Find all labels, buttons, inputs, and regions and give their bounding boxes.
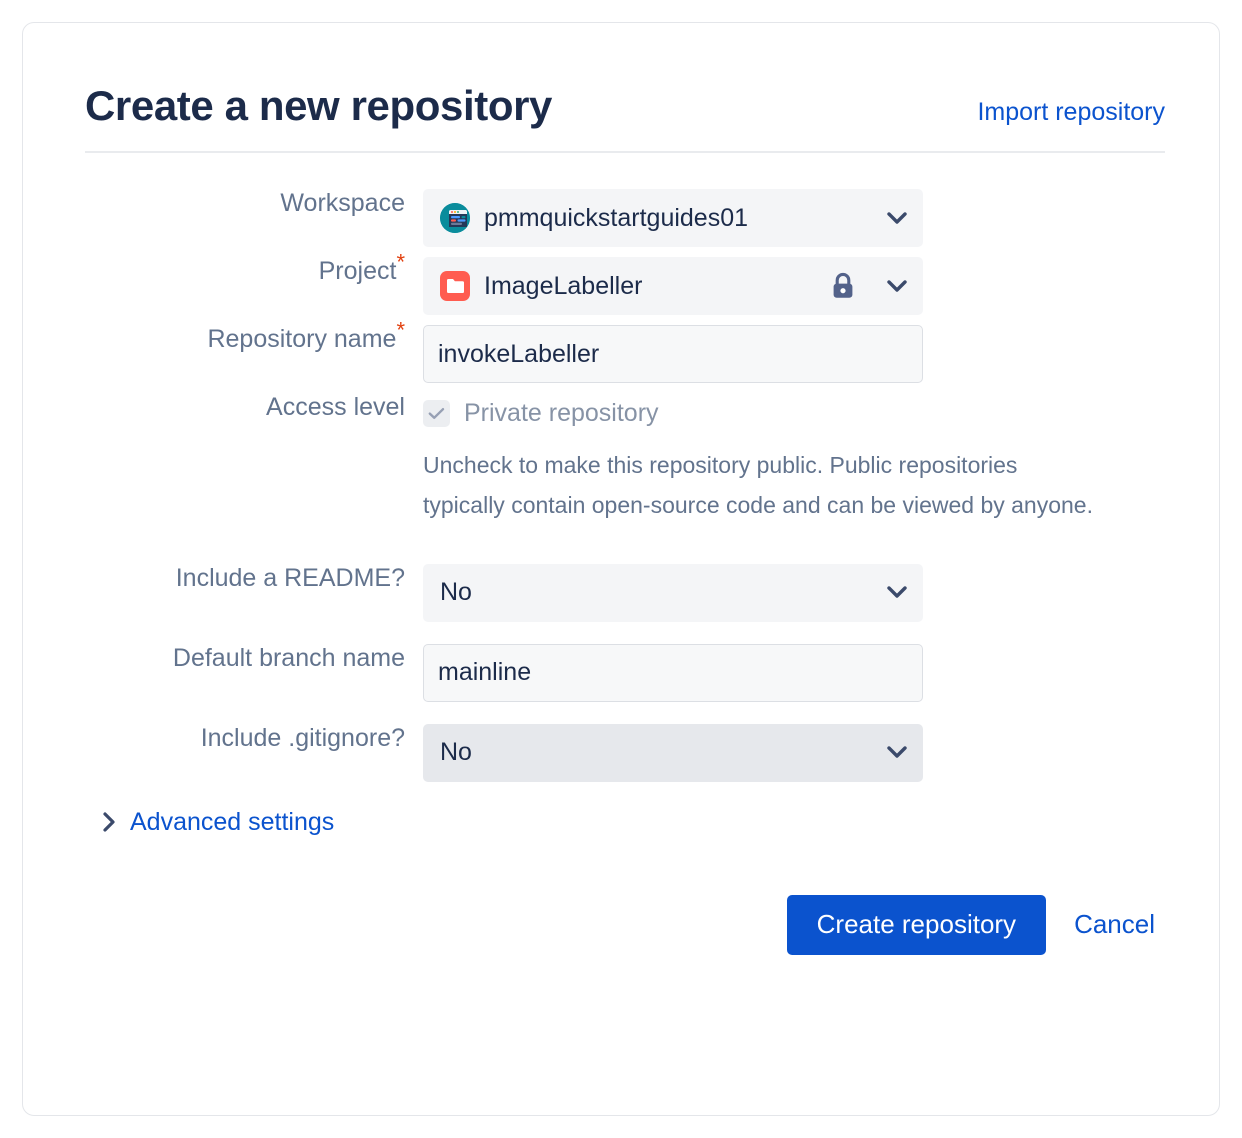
chevron-down-icon [886,582,908,604]
project-label-text: Project [318,257,397,286]
chevron-down-icon [886,275,908,297]
private-repository-label: Private repository [464,399,659,428]
repository-name-label-text: Repository name [207,325,397,354]
form-actions: Create repository Cancel [85,894,1165,955]
workspace-control: pmmquickstartguides01 [423,189,1165,248]
include-gitignore-label: Include .gitignore? [200,723,405,752]
field-row-default-branch-name: Default branch name [85,643,1165,702]
workspace-label: Workspace [280,189,405,218]
repository-name-required-marker: * [396,317,405,343]
default-branch-name-control [423,643,1165,702]
include-readme-label: Include a README? [175,563,405,592]
workspace-select[interactable]: pmmquickstartguides01 [423,189,923,248]
project-select[interactable]: ImageLabeller [423,257,923,316]
create-repository-form: Workspace [85,189,1165,955]
field-row-repository-name: Repository name* [85,319,1165,384]
include-readme-select[interactable]: No [423,563,923,622]
repository-name-control [423,325,1165,384]
field-row-include-readme: Include a README? No [85,563,1165,622]
workspace-value: pmmquickstartguides01 [484,203,749,232]
project-folder-icon [440,271,470,302]
field-row-project: Project* ImageLabeller [85,251,1165,316]
chevron-right-icon [103,812,116,832]
project-control: ImageLabeller [423,257,1165,316]
import-repository-link[interactable]: Import repository [977,98,1165,126]
field-row-access-level: Access level Private repository Uncheck … [85,393,1165,526]
lock-icon [830,271,856,301]
include-gitignore-value: No [440,738,472,767]
page-title: Create a new repository [85,82,552,129]
default-branch-name-label: Default branch name [172,643,405,672]
cancel-button[interactable]: Cancel [1068,909,1161,940]
project-value: ImageLabeller [484,271,643,300]
card-inner: Create a new repository Import repositor… [85,82,1165,955]
advanced-settings-label: Advanced settings [130,807,335,836]
default-branch-name-input[interactable] [423,643,923,702]
include-gitignore-control: No [423,723,1165,782]
check-icon [428,408,445,420]
access-level-help-text: Uncheck to make this repository public. … [423,452,1093,518]
create-repository-button[interactable]: Create repository [786,894,1047,955]
include-readme-control: No [423,563,1165,622]
field-row-include-gitignore: Include .gitignore? No [85,723,1165,782]
field-row-workspace: Workspace [85,189,1165,248]
access-level-control: Private repository Uncheck to make this … [423,393,1165,526]
repository-name-input[interactable] [423,325,923,384]
access-level-label: Access level [266,393,405,422]
create-repository-card: Create a new repository Import repositor… [22,22,1220,1116]
project-label: Project* [85,251,423,287]
chevron-down-icon [886,742,908,764]
card-header: Create a new repository Import repositor… [85,82,1165,154]
include-readme-value: No [440,578,472,607]
advanced-settings-toggle[interactable]: Advanced settings [103,808,334,837]
private-repository-checkbox[interactable] [423,400,450,428]
workspace-avatar-icon [440,203,470,234]
chevron-down-icon [886,207,908,229]
project-required-marker: * [396,249,405,275]
repository-name-label: Repository name* [85,319,423,355]
private-repository-checkbox-row[interactable]: Private repository [423,399,1165,428]
include-gitignore-select[interactable]: No [423,723,923,782]
